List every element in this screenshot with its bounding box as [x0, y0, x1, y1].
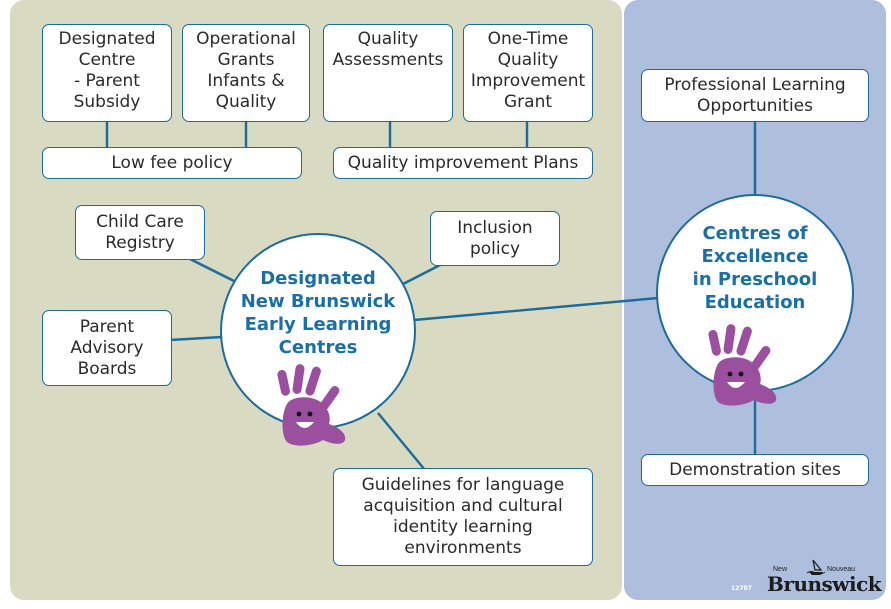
smiling-hand-icon: [708, 324, 777, 406]
hub-designated-centres-title: Designated New Brunswick Early Learning …: [240, 268, 396, 358]
box-quality-improvement-plans: Quality improvement Plans: [333, 147, 593, 179]
hub-designated-centres: Designated New Brunswick Early Learning …: [220, 233, 416, 429]
box-child-care-registry: Child Care Registry: [75, 205, 205, 260]
box-inclusion-policy: Inclusion policy: [430, 211, 560, 266]
box-guidelines-language: Guidelines for language acquisition and …: [333, 468, 593, 566]
logo-text-brunswick: Brunswick: [767, 572, 882, 596]
connector-registry-hub: [187, 256, 235, 283]
box-quality-assessments: Quality Assessments: [323, 24, 453, 122]
logo-text-nouveau: Nouveau: [827, 566, 856, 573]
connector-guidelines-hub: [377, 412, 426, 471]
hub-centres-of-excellence-title: Centres of Excellence in Preschool Educa…: [692, 223, 818, 313]
box-demonstration-sites: Demonstration sites: [641, 454, 869, 486]
connector-hub-to-excellence: [413, 296, 659, 322]
box-professional-learning: Professional Learning Opportunities: [641, 69, 869, 122]
box-operational-grants: Operational Grants Infants & Quality: [182, 24, 310, 122]
connector-advisory-hub: [169, 335, 223, 342]
new-brunswick-logo: New Nouveau Brunswick: [767, 559, 882, 596]
box-improvement-grant: One-Time Quality Improvement Grant: [463, 24, 593, 122]
logo-text-new: New: [773, 566, 788, 573]
hub-centres-of-excellence: Centres of Excellence in Preschool Educa…: [656, 194, 854, 392]
box-parent-advisory-boards: Parent Advisory Boards: [42, 310, 172, 386]
smiling-hand-icon: [277, 364, 346, 446]
box-parent-subsidy: Designated Centre - Parent Subsidy: [42, 24, 172, 122]
ship-icon: [806, 559, 826, 575]
document-code: 12787: [731, 585, 752, 592]
box-low-fee-policy: Low fee policy: [42, 147, 302, 179]
